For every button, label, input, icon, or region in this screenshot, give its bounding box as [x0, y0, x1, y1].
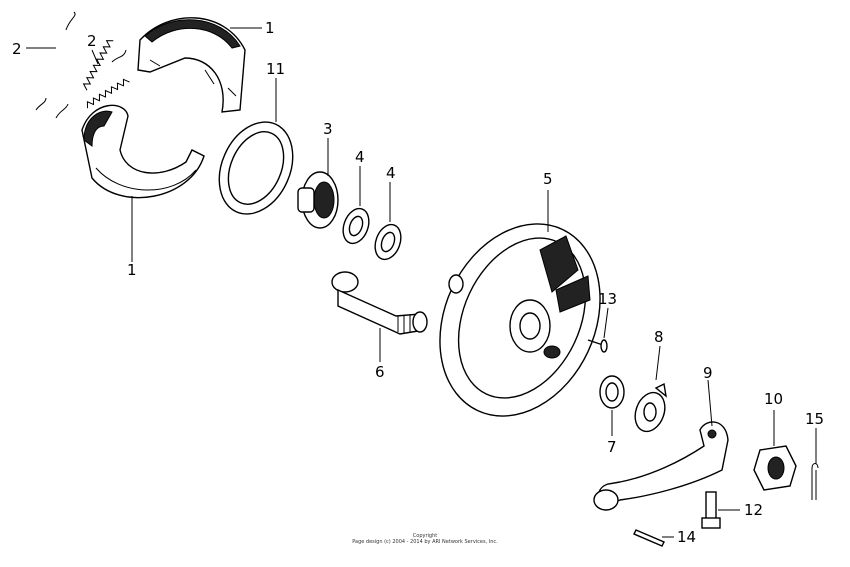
pin: [633, 529, 665, 547]
washer-a: [342, 207, 370, 245]
screw: [587, 339, 608, 353]
brake-panel: [439, 223, 601, 417]
cam-shaft: [331, 271, 428, 335]
bolt: [701, 491, 721, 529]
leader-lines: [26, 27, 817, 538]
lock-washer: [599, 375, 625, 409]
brake-arm: [593, 421, 729, 511]
callout-9: 9: [703, 364, 713, 382]
callout-6: 6: [375, 363, 385, 381]
callout-15: 15: [805, 410, 824, 428]
callout-3: 3: [323, 120, 333, 138]
callout-1-lower: 1: [127, 261, 137, 279]
callout-11: 11: [266, 60, 285, 78]
callout-10: 10: [764, 390, 783, 408]
nut: [753, 445, 797, 491]
copyright-label: Copyright: [412, 533, 438, 539]
spring-right: [55, 49, 130, 119]
callout-2-right: 2: [87, 32, 97, 50]
callout-4-right: 4: [386, 164, 396, 182]
callout-8: 8: [654, 328, 664, 346]
callout-2-left: 2: [12, 40, 22, 58]
tab-washer: [634, 382, 667, 433]
callout-12: 12: [744, 501, 763, 519]
gear: [297, 171, 339, 229]
callout-14: 14: [677, 528, 696, 546]
brake-shoe-upper: [137, 17, 246, 113]
washer-b: [374, 223, 402, 261]
callout-5: 5: [543, 170, 553, 188]
callout-4-left: 4: [355, 148, 365, 166]
brake-shoe-lower: [81, 104, 205, 199]
copyright-notice: Page design (c) 2004 - 2014 by ARI Netwo…: [352, 539, 498, 545]
callout-7: 7: [607, 438, 617, 456]
callout-13: 13: [598, 290, 617, 308]
callout-1-upper: 1: [265, 19, 275, 37]
cotter-pin: [811, 463, 819, 500]
spring-left: [35, 11, 114, 111]
seal-ring: [218, 121, 294, 215]
